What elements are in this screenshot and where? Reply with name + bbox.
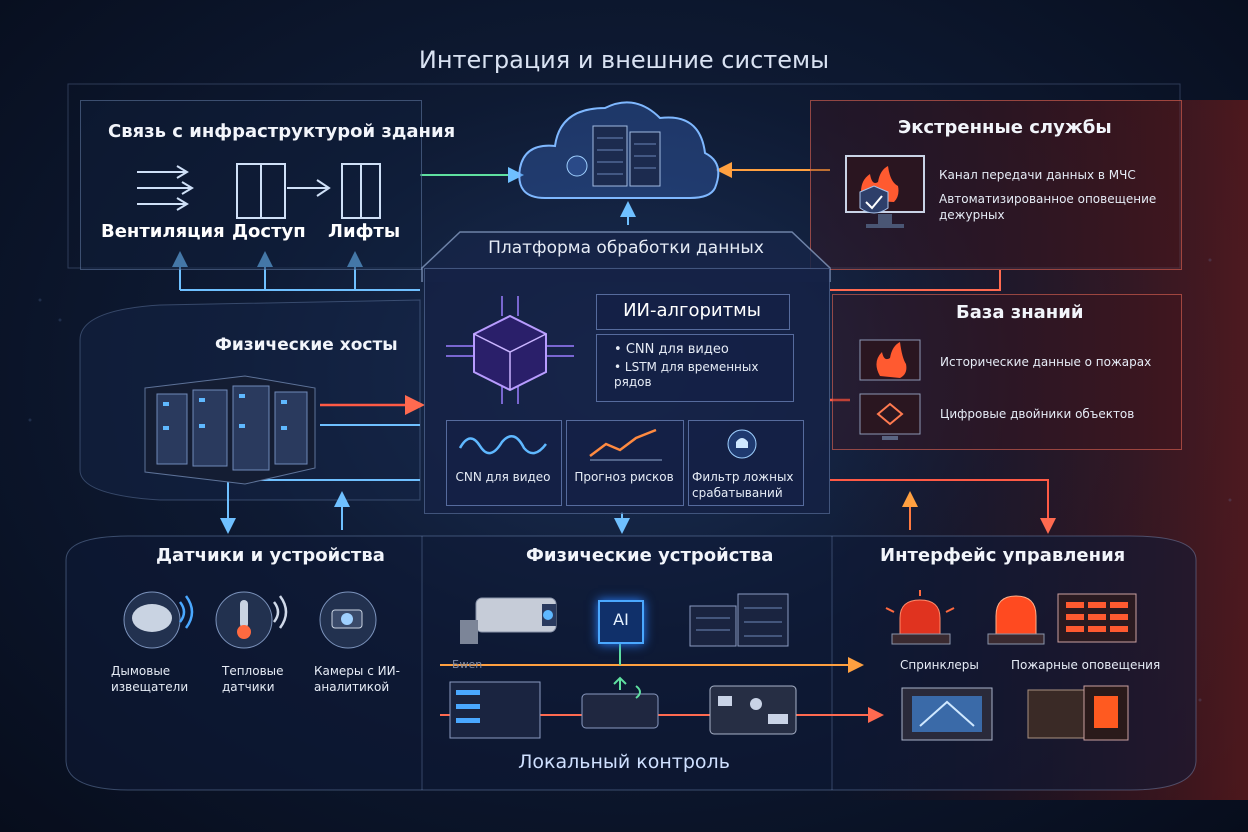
knowledge-line2: Цифровые двойники объектов: [940, 407, 1135, 421]
control-title: Интерфейс управления: [880, 545, 1126, 566]
ai-item-cnn-text: CNN для видео: [625, 342, 729, 357]
card-cnn[interactable]: [446, 420, 562, 506]
control-sprinklers-label: Спринклеры: [900, 658, 979, 672]
sensors-title: Датчики и устройства: [156, 545, 385, 566]
page-title: Интеграция и внешние системы: [418, 46, 830, 74]
ai-item-cnn: • CNN для видео: [614, 342, 729, 357]
cloud-server-icon: [518, 101, 720, 199]
sensor-heat-label: Тепловые датчики: [222, 664, 284, 694]
emergency-line2: Автоматизированное оповещение дежурных: [939, 192, 1157, 222]
ai-item-lstm-text: LSTM для временных рядов: [614, 360, 759, 389]
knowledge-line1: Исторические данные о пожарах: [940, 355, 1152, 369]
door-icon: [236, 163, 331, 219]
control-alarms-label: Пожарные оповещения: [1011, 658, 1161, 672]
ai-camera-icon: [319, 591, 377, 649]
server-tower-icon: [449, 681, 541, 739]
card-risk[interactable]: [566, 420, 684, 506]
ai-processor-icon: [446, 296, 574, 404]
elevators-label: Лифты: [328, 221, 401, 242]
ai-algorithms-list-card: [596, 334, 794, 402]
server-rack-icon: [144, 375, 316, 485]
smoke-detector-icon: [123, 591, 194, 649]
access-label: Доступ: [232, 221, 306, 242]
digital-twin-icon: [859, 393, 921, 440]
emergency-monitor-icon: [845, 155, 925, 228]
waveform-icon: [458, 435, 547, 455]
control-monitor-icon: [901, 687, 993, 741]
knowledge-title: База знаний: [956, 302, 1084, 323]
ai-algorithms-title-card: [596, 294, 790, 330]
building-title: Связь с инфраструктурой здания: [108, 121, 456, 142]
emergency-title: Экстренные службы: [898, 117, 1112, 138]
ventilation-icon: [137, 165, 194, 211]
filter-shield-icon: [727, 429, 757, 459]
ventilation-label: Вентиляция: [101, 221, 225, 242]
gateway-icon: [581, 676, 659, 729]
card-risk-label: Прогноз рисков: [574, 470, 674, 484]
heat-sensor-icon: [215, 591, 288, 649]
sensor-camera-label: Камеры с ИИ-аналитикой: [314, 664, 400, 694]
control-cabinet-icon: [1027, 685, 1129, 741]
ai-chip-icon: [598, 600, 644, 644]
platform-title: Платформа обработки данных: [488, 238, 764, 258]
trend-chart-icon: [589, 428, 662, 461]
card-filter[interactable]: [688, 420, 804, 506]
fire-alarm-siren-icon: [987, 595, 1045, 645]
elevator-icon: [341, 163, 381, 219]
card-cnn-label: CNN для видео: [455, 470, 551, 484]
local-control-title: Локальный контроль: [518, 751, 730, 773]
hosts-title: Физические хосты: [215, 335, 398, 355]
camera-brand: Бwen: [452, 658, 483, 671]
cctv-camera-icon: [460, 597, 557, 644]
ai-item-lstm: • LSTM для временных рядов: [614, 360, 759, 389]
building-panel: [80, 100, 422, 270]
server-block-icon: [689, 593, 789, 647]
ai-chip-label: AI: [613, 610, 629, 629]
fire-database-icon: [859, 339, 921, 381]
sprinkler-alarm-icon: [885, 590, 955, 645]
alarm-panel-icon: [1057, 593, 1137, 643]
card-filter-label: Фильтр ложных срабатываний: [692, 470, 794, 500]
ai-algorithms-title: ИИ-алгоритмы: [623, 300, 761, 321]
sensor-smoke-label: Дымовые извещатели: [111, 664, 189, 694]
controller-box-icon: [709, 685, 797, 735]
devices-title: Физические устройства: [526, 545, 774, 566]
emergency-line1: Канал передачи данных в МЧС: [939, 168, 1136, 182]
